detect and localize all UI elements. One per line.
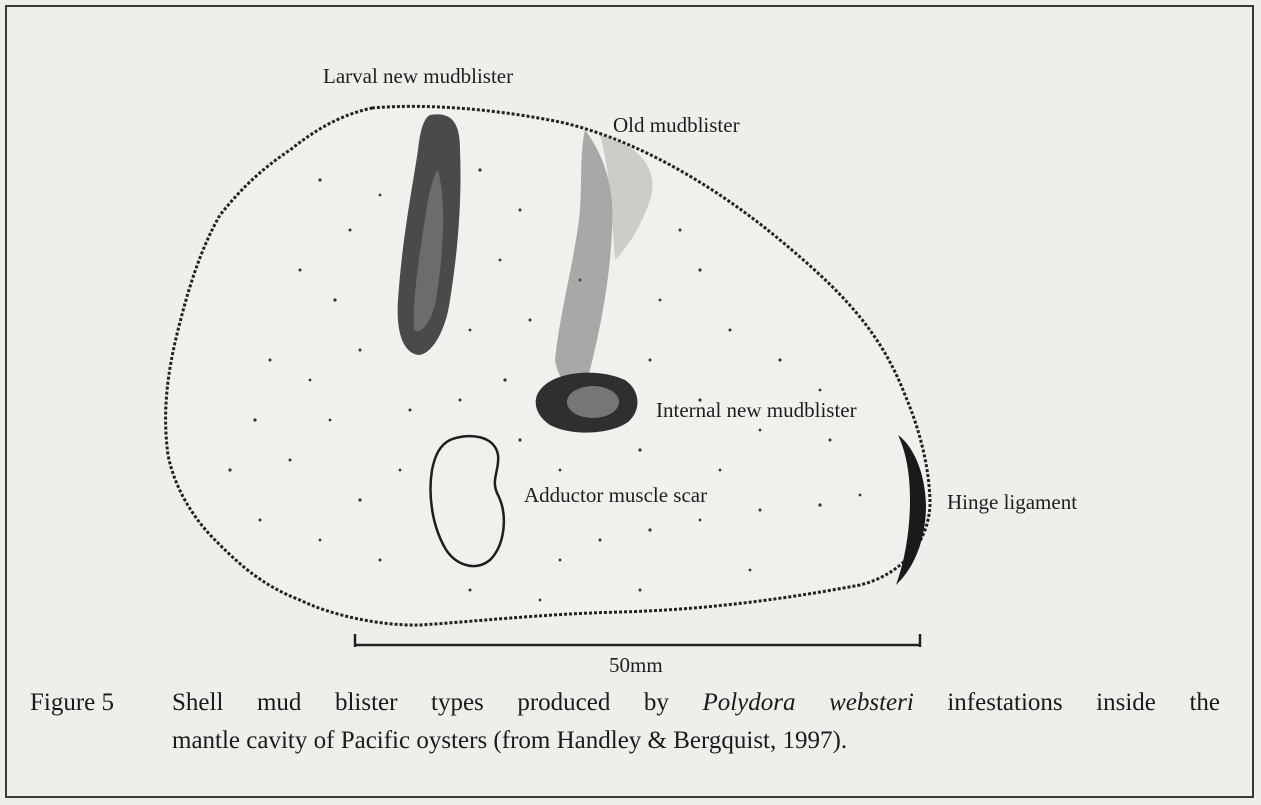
figure-number: Figure 5 [30, 684, 172, 722]
caption-line-2: mantle cavity of Pacific oysters (from H… [30, 722, 1220, 760]
label-hinge-ligament: Hinge ligament [947, 490, 1077, 515]
scale-bar-label: 50mm [609, 653, 663, 678]
label-larval-new-mudblister: Larval new mudblister [323, 64, 513, 89]
shell-outline [166, 106, 930, 625]
caption-line-1: Shell mud blister types produced by Poly… [172, 684, 1220, 722]
label-old-mudblister: Old mudblister [613, 113, 740, 138]
internal-mudblister-center [567, 386, 619, 418]
label-internal-new-mudblister: Internal new mudblister [656, 398, 857, 423]
scale-bar [355, 634, 920, 647]
species-name: Polydora websteri [702, 689, 913, 716]
label-adductor-muscle-scar: Adductor muscle scar [524, 483, 707, 508]
figure-caption: Figure 5 Shell mud blister types produce… [30, 684, 1220, 760]
